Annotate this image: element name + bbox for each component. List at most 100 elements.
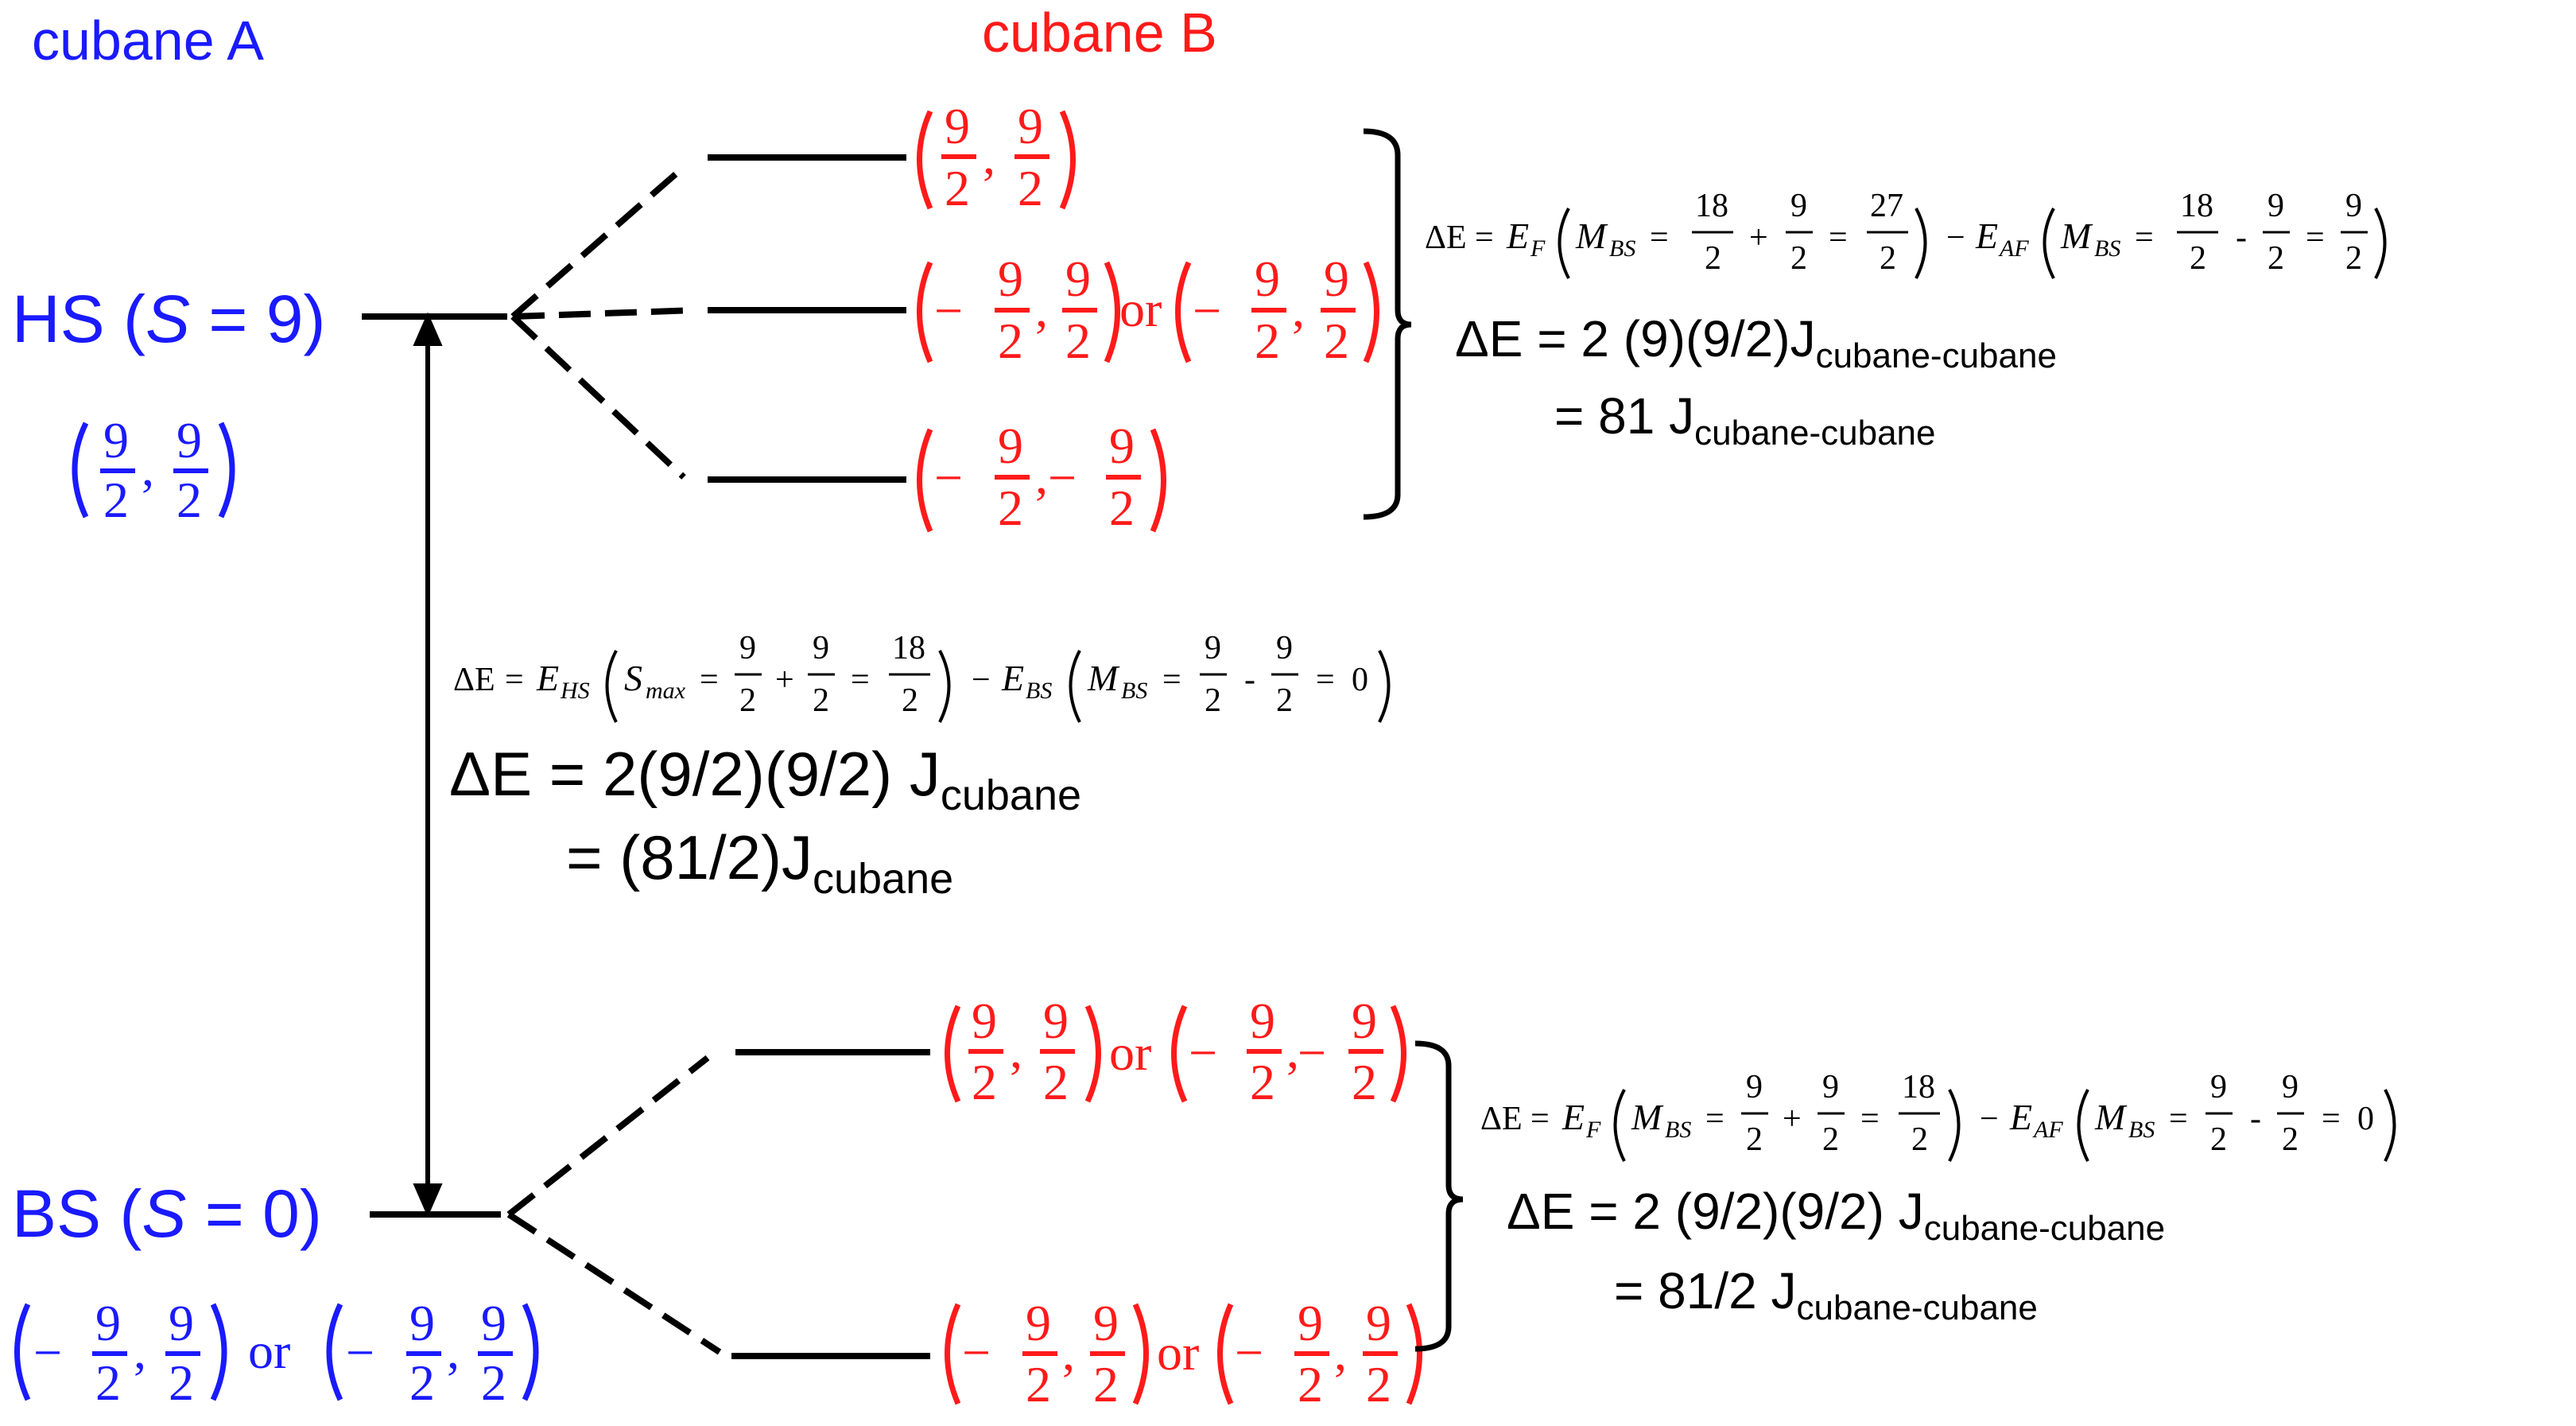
top-result: ΔE = 2 (9)(9/2)Jcubane-cubane = 81 Jcuba… (1455, 310, 2057, 453)
svg-text:2: 2 (1018, 160, 1043, 216)
svg-text:,: , (1010, 1022, 1022, 1078)
svg-text:9: 9 (945, 98, 970, 154)
svg-text:=: = (2322, 1101, 2341, 1137)
svg-text:,: , (447, 1323, 460, 1379)
svg-text:2: 2 (972, 1054, 997, 1110)
svg-text:9: 9 (1298, 1295, 1323, 1351)
svg-text:9: 9 (998, 251, 1023, 307)
svg-text:E: E (1506, 216, 1529, 256)
svg-text:9: 9 (739, 630, 756, 666)
svg-text:=: = (1162, 662, 1181, 698)
svg-text:2: 2 (1250, 1054, 1275, 1110)
svg-text:,: , (1035, 448, 1048, 504)
svg-text:S: S (624, 658, 642, 698)
svg-text:2: 2 (1911, 1121, 1928, 1158)
svg-text:9: 9 (177, 412, 202, 468)
cubane-b-tuple-2: − 9 2 , 9 2 or − 9 2 , 9 2 (917, 251, 1379, 369)
svg-text:E: E (1975, 216, 1998, 256)
svg-text:9: 9 (1043, 993, 1069, 1049)
svg-text:AF: AF (1998, 235, 2029, 262)
svg-text:−: − (1193, 282, 1221, 339)
dashed-connectors (506, 164, 722, 1355)
svg-text:,: , (134, 1323, 146, 1379)
svg-text:E: E (2009, 1097, 2032, 1137)
svg-text:9: 9 (1205, 630, 1221, 666)
svg-text:0: 0 (2357, 1101, 2374, 1137)
svg-text:=: = (505, 662, 524, 698)
svg-text:2: 2 (1822, 1121, 1839, 1158)
svg-text:−: − (934, 449, 963, 506)
svg-text:=: = (700, 662, 719, 698)
svg-text:9: 9 (1790, 188, 1807, 224)
svg-text:AF: AF (2032, 1117, 2063, 1143)
svg-text:−: − (33, 1324, 62, 1381)
svg-text:ΔE = 2 (9)(9/2)Jcubane-cubane: ΔE = 2 (9)(9/2)Jcubane-cubane (1455, 310, 2057, 375)
svg-text:2: 2 (1043, 1054, 1069, 1110)
svg-text:18: 18 (1902, 1069, 1935, 1105)
svg-text:9: 9 (2210, 1069, 2227, 1105)
svg-text:2: 2 (1205, 682, 1221, 719)
svg-text:-: - (2236, 220, 2247, 256)
svg-text:-: - (1244, 662, 1255, 698)
svg-text:9: 9 (95, 1295, 121, 1351)
svg-text:2: 2 (813, 682, 829, 719)
svg-text:2: 2 (1255, 313, 1280, 369)
svg-text:max: max (646, 678, 686, 704)
svg-text:ΔE = 2(9/2)(9/2) Jcubane: ΔE = 2(9/2)(9/2) Jcubane (449, 739, 1081, 819)
svg-text:BS: BS (1121, 678, 1147, 704)
svg-text:2: 2 (1324, 313, 1349, 369)
svg-text:9: 9 (2282, 1069, 2299, 1105)
svg-text:M: M (2060, 216, 2093, 256)
svg-text:9: 9 (972, 993, 997, 1049)
svg-text:2: 2 (103, 472, 129, 528)
svg-text:9: 9 (1065, 251, 1091, 307)
svg-text:9: 9 (1250, 993, 1275, 1049)
svg-text:2: 2 (998, 480, 1023, 536)
svg-text:,: , (1292, 281, 1305, 337)
svg-text:9: 9 (1324, 251, 1349, 307)
svg-text:2: 2 (902, 682, 918, 719)
svg-text:=: = (1705, 1101, 1724, 1137)
svg-text:,: , (142, 440, 154, 496)
svg-text:−: − (934, 282, 963, 339)
svg-text:2: 2 (177, 472, 202, 528)
svg-text:=: = (1530, 1101, 1550, 1137)
svg-text:,: , (1334, 1324, 1347, 1381)
svg-text:9: 9 (103, 412, 129, 468)
svg-text:2: 2 (2268, 240, 2284, 277)
svg-text:9: 9 (1018, 98, 1043, 154)
svg-text:M: M (1087, 658, 1120, 698)
svg-text:−: − (962, 1324, 991, 1381)
svg-text:2: 2 (739, 682, 756, 719)
svg-text:−: − (1980, 1101, 1999, 1137)
svg-text:27: 27 (1870, 188, 1903, 224)
svg-text:BS: BS (1665, 1117, 1691, 1143)
svg-text:2: 2 (2345, 240, 2362, 277)
svg-text:M: M (1575, 216, 1608, 256)
bottom-energy-equation: ΔE = E F M BS = 9 2 + 9 2 = 18 2 − E AF … (1480, 1069, 2396, 1162)
svg-text:9: 9 (169, 1295, 194, 1351)
svg-text:2: 2 (169, 1354, 194, 1411)
cubane-b-tuple-5: − 9 2 , 9 2 or − 9 2 , 9 2 (945, 1295, 1422, 1412)
svg-text:E: E (536, 658, 559, 698)
svg-text:BS: BS (1026, 678, 1052, 704)
svg-text:=: = (1829, 220, 1848, 256)
svg-text:M: M (2094, 1097, 2128, 1137)
cubane-b-tuple-3: − 9 2 , − 9 2 (917, 418, 1166, 536)
svg-text:9: 9 (1026, 1295, 1051, 1351)
svg-text:2: 2 (1705, 240, 1721, 277)
svg-text:2: 2 (1746, 1121, 1763, 1158)
svg-text:9: 9 (2345, 188, 2362, 224)
svg-text:2: 2 (1298, 1356, 1323, 1412)
energy-gap-arrow (413, 312, 443, 1218)
svg-text:9: 9 (1822, 1069, 1839, 1105)
svg-text:9: 9 (1255, 251, 1280, 307)
svg-text:-: - (2250, 1101, 2261, 1137)
svg-text:F: F (1585, 1117, 1601, 1143)
middle-result: ΔE = 2(9/2)(9/2) Jcubane = (81/2)Jcubane (449, 739, 1081, 903)
svg-text:−: − (1048, 449, 1077, 506)
svg-text:9: 9 (1746, 1069, 1763, 1105)
svg-text:,: , (1286, 1022, 1299, 1078)
svg-text:ΔE: ΔE (1425, 220, 1467, 256)
